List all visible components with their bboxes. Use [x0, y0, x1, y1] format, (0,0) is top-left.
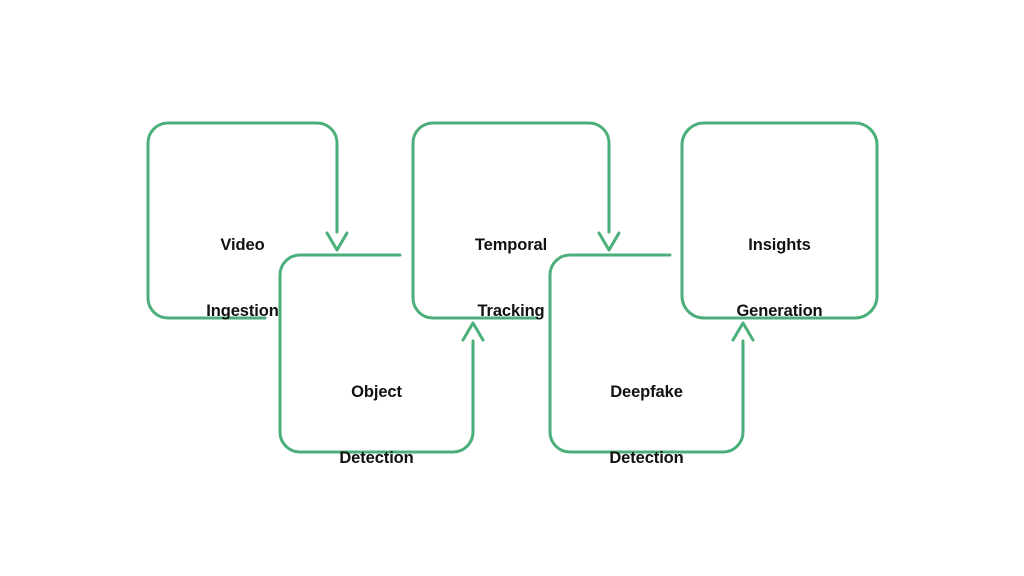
- node-object-detection-outline: [278, 253, 475, 454]
- node-temporal-tracking-outline: [411, 121, 611, 320]
- connector-object-detection-to-temporal-tracking-arrowhead: [461, 321, 485, 342]
- connector-video-ingestion-to-object-detection-arrowhead: [325, 231, 349, 252]
- node-deepfake-detection-outline: [548, 253, 745, 454]
- node-video-ingestion[interactable]: [146, 121, 349, 320]
- node-deepfake-detection[interactable]: [548, 253, 755, 454]
- node-insights-generation[interactable]: [680, 121, 879, 320]
- node-object-detection[interactable]: [278, 253, 485, 454]
- node-temporal-tracking[interactable]: [411, 121, 621, 320]
- node-video-ingestion-outline: [146, 121, 339, 320]
- connector-deepfake-detection-to-insights-generation-arrowhead: [731, 321, 755, 342]
- node-insights-generation-outline: [680, 121, 879, 320]
- connector-temporal-tracking-to-deepfake-detection-arrowhead: [597, 231, 621, 252]
